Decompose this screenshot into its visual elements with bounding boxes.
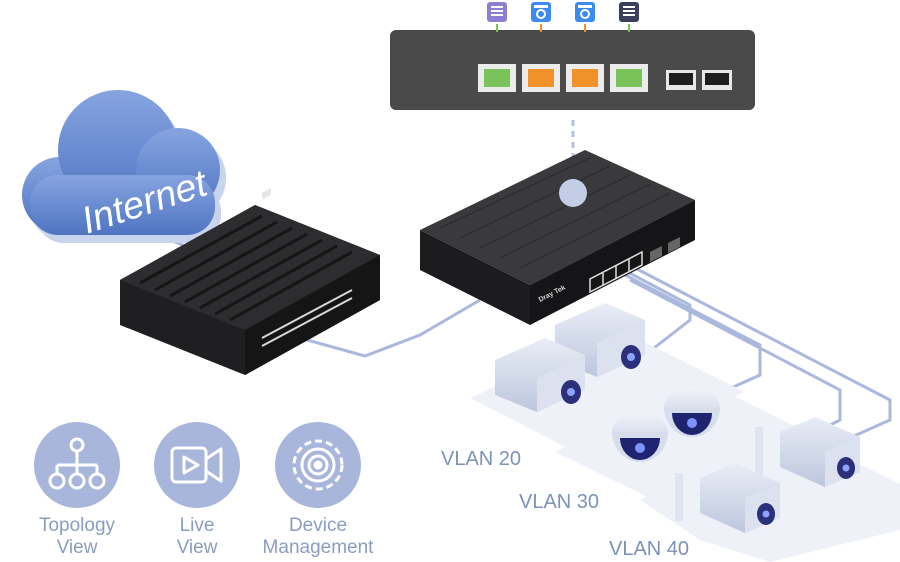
panel-device-icons	[487, 2, 639, 32]
internet-cloud: Internet	[22, 90, 226, 243]
vlan20-label: VLAN 20	[441, 448, 522, 470]
vlan40-label: VLAN 40	[609, 538, 690, 560]
vlan20-platform	[470, 330, 745, 462]
ethernet-port	[566, 64, 604, 92]
sfp-slot	[702, 70, 732, 90]
dome-camera	[664, 387, 720, 437]
device-label-line2: Management	[262, 537, 374, 558]
live-label-line2: View	[176, 537, 218, 558]
ethernet-port	[478, 64, 516, 92]
device-label-line1: Device	[288, 515, 348, 536]
switch-status-dot	[559, 179, 587, 207]
live-view-label: Live View	[147, 515, 247, 559]
gear-target-icon	[275, 422, 361, 508]
video-camera-icon	[154, 422, 240, 508]
cable-router-switch	[299, 298, 481, 358]
dome-camera	[612, 412, 668, 462]
router-ports	[262, 187, 271, 200]
wall-camera	[755, 417, 860, 487]
vlan20-cameras	[495, 303, 645, 412]
switch-ports	[589, 250, 643, 294]
topology-label-line1: Topology	[38, 515, 116, 536]
panel-ports	[478, 64, 732, 92]
vlan30-cameras	[612, 387, 720, 462]
topology-label-line2: View	[56, 537, 98, 558]
cable-switch-vlan40b	[634, 266, 892, 442]
wall-camera	[675, 463, 780, 533]
feature-icons	[34, 422, 361, 508]
dome-camera-icon	[531, 2, 551, 22]
bullet-camera	[495, 338, 585, 412]
ethernet-port	[610, 64, 648, 92]
port-panel	[390, 2, 755, 110]
switch-sfp	[650, 237, 680, 262]
device-management-label: Device Management	[248, 515, 388, 559]
router-device	[120, 187, 380, 375]
sfp-slot	[666, 70, 696, 90]
nas-device-icon	[487, 2, 507, 22]
vlan30-label: VLAN 30	[519, 491, 600, 513]
dome-camera-icon	[575, 2, 595, 22]
topology-view-label: Topology View	[17, 515, 137, 559]
switch-device: Dray Tek	[420, 150, 695, 325]
vlan30-platform	[555, 382, 835, 515]
live-label-line1: Live	[179, 515, 215, 536]
vlan40-cameras	[675, 417, 860, 533]
topology-icon	[34, 422, 120, 508]
server-icon	[619, 2, 639, 22]
ethernet-port	[522, 64, 560, 92]
